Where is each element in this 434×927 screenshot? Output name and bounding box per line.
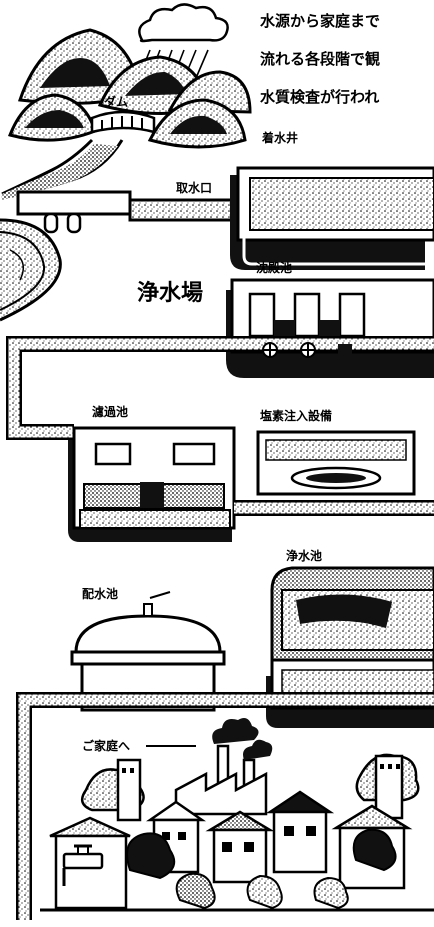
sedimentation-basin bbox=[226, 278, 434, 378]
faucet-icon bbox=[62, 844, 104, 886]
intake-structure bbox=[16, 190, 132, 234]
filtration-basin bbox=[68, 426, 236, 542]
distribution-label: 配水池 bbox=[82, 586, 118, 601]
clear-water-label: 浄水池 bbox=[286, 548, 322, 563]
mountains-dam-illustration bbox=[1, 28, 252, 200]
intake-pipe bbox=[128, 198, 242, 222]
header-line-2: 流れる各段階で観 bbox=[260, 50, 380, 68]
dam-label: ダム bbox=[104, 94, 128, 109]
chlorination-facility bbox=[256, 430, 416, 496]
receiving-well bbox=[230, 166, 434, 270]
header-line-3: 水質検査が行われ bbox=[260, 88, 379, 106]
header-line-1: 水源から家庭まで bbox=[260, 12, 380, 30]
chlorination-label: 塩素注入設備 bbox=[260, 408, 332, 423]
intake-label: 取水口 bbox=[176, 180, 212, 195]
sedimentation-label: 沈殿池 bbox=[256, 260, 292, 275]
river-illustration bbox=[0, 218, 62, 322]
clear-water-reservoir bbox=[266, 566, 434, 728]
distribution-reservoir bbox=[70, 591, 226, 712]
distribution-pipe bbox=[16, 692, 434, 920]
town-illustration bbox=[40, 718, 434, 912]
plant-label: 浄水場 bbox=[137, 280, 203, 306]
to-homes-label: ご家庭へ bbox=[82, 738, 130, 753]
receiving-well-label: 着水井 bbox=[261, 130, 298, 145]
process-pipe-1 bbox=[6, 336, 434, 440]
filtration-label: 濾過池 bbox=[92, 404, 128, 419]
